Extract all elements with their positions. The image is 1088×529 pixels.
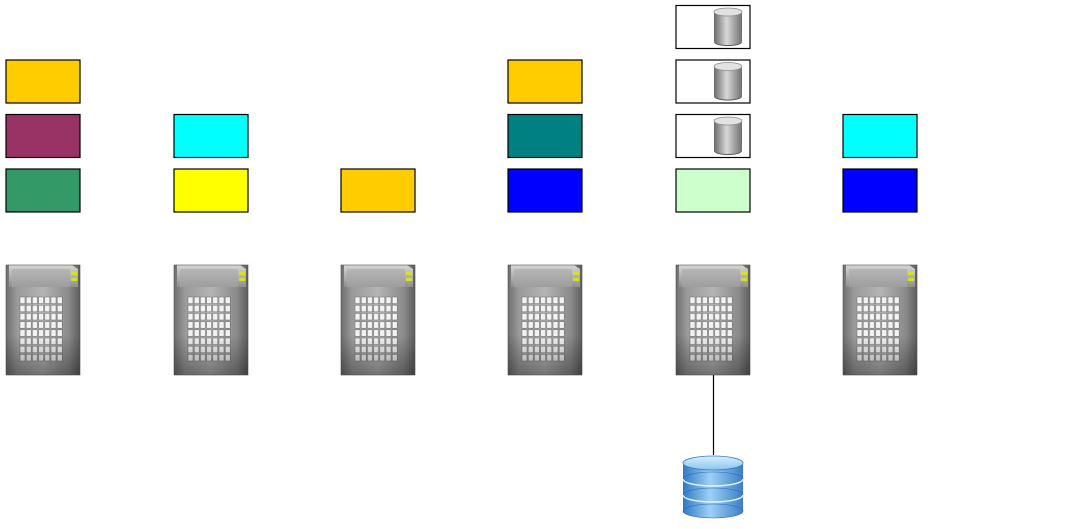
service-box (173, 168, 249, 213)
service-box (173, 113, 249, 159)
database-icon (713, 116, 743, 155)
column-2 (173, 113, 249, 376)
service-box (5, 168, 81, 213)
service-box (675, 4, 751, 50)
column-3 (340, 168, 416, 376)
column-4 (507, 59, 583, 376)
column-5 (675, 4, 751, 519)
service-box (507, 113, 583, 159)
column-1 (5, 59, 81, 376)
service-box (675, 168, 751, 213)
server-tower-icon (173, 264, 249, 376)
service-box (675, 113, 751, 159)
service-box (5, 59, 81, 104)
database-icon (713, 7, 743, 46)
service-box (675, 59, 751, 104)
column-6 (842, 113, 918, 376)
service-box (5, 113, 81, 159)
service-box (842, 168, 918, 213)
service-box (842, 113, 918, 159)
server-tower-icon (340, 264, 416, 376)
server-tower-icon (675, 264, 751, 376)
service-box (340, 168, 416, 213)
server-tower-icon (5, 264, 81, 376)
server-tower-icon (842, 264, 918, 376)
service-box (507, 168, 583, 213)
database-icon (713, 62, 743, 101)
service-box (507, 59, 583, 104)
server-tower-icon (507, 264, 583, 376)
database-icon (682, 455, 744, 519)
